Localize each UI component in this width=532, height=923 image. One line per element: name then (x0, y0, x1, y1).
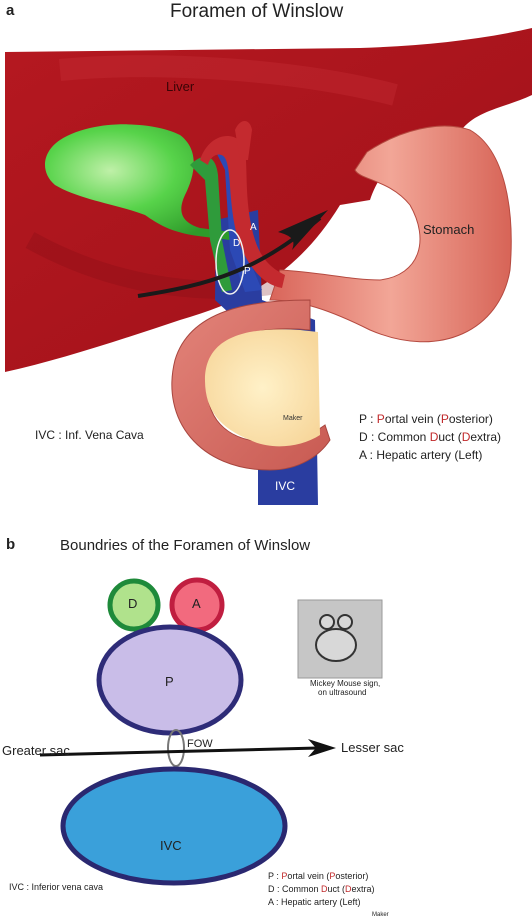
greater-sac-label: Greater sac (2, 743, 70, 758)
legend-common-duct-b: D : Common Duct (Dextra) (268, 884, 375, 894)
mickey-caption-line2: on ultrasound (318, 688, 367, 697)
ivc-note-b: IVC : Inferior vena cava (9, 882, 104, 892)
d-label-a: D (233, 238, 241, 249)
panel-b-letter: b (6, 536, 16, 553)
a-label-b: A (192, 596, 201, 611)
fow-label: FOW (187, 738, 213, 750)
legend-hepatic-artery-b: A : Hepatic artery (Left) (268, 897, 361, 907)
legend-portal-vein-b: P : Portal vein (Posterior) (268, 871, 369, 881)
panel-a-illustration (5, 28, 532, 505)
stomach-shape (269, 125, 512, 343)
hepatic-artery-vessel (200, 121, 285, 288)
ivc-note-a: IVC : Inf. Vena Cava (35, 428, 144, 442)
panel-a-title: Foramen of Winslow (170, 1, 344, 22)
foramen-ellipse (215, 229, 245, 295)
ivc-label-b: IVC (160, 838, 182, 853)
legend-portal-vein-a: P : Portal vein (Posterior) (359, 412, 493, 426)
lesser-sac-label: Lesser sac (341, 740, 404, 755)
stomach-label: Stomach (423, 222, 475, 237)
a-label-a: A (250, 222, 257, 233)
fow-ellipse (167, 729, 185, 767)
liver-label: Liver (166, 79, 195, 94)
ivc-ellipse (60, 766, 288, 886)
p-label-a: P (244, 266, 251, 277)
liver-shape (5, 28, 532, 372)
panel-b-title: Boundries of the Foramen of Winslow (60, 537, 311, 554)
legend-common-duct-a: D : Common Duct (Dextra) (359, 430, 502, 444)
maker-label-a: Maker (283, 415, 303, 422)
d-label-b: D (128, 596, 138, 611)
mickey-mouse-ultrasound (297, 599, 383, 679)
legend-hepatic-artery-a: A : Hepatic artery (Left) (359, 448, 483, 462)
p-label-b: P (165, 674, 174, 689)
foramen-arrow (137, 210, 328, 298)
common-duct-vessel (190, 156, 232, 292)
ivc-label-a: IVC (275, 479, 296, 493)
panel-a-letter: a (6, 2, 15, 19)
mickey-caption-line1: Mickey Mouse sign, (310, 679, 381, 688)
duodenum-shape (171, 299, 331, 471)
maker-label-b: Maker (372, 912, 389, 918)
gallbladder-shape (44, 124, 232, 240)
